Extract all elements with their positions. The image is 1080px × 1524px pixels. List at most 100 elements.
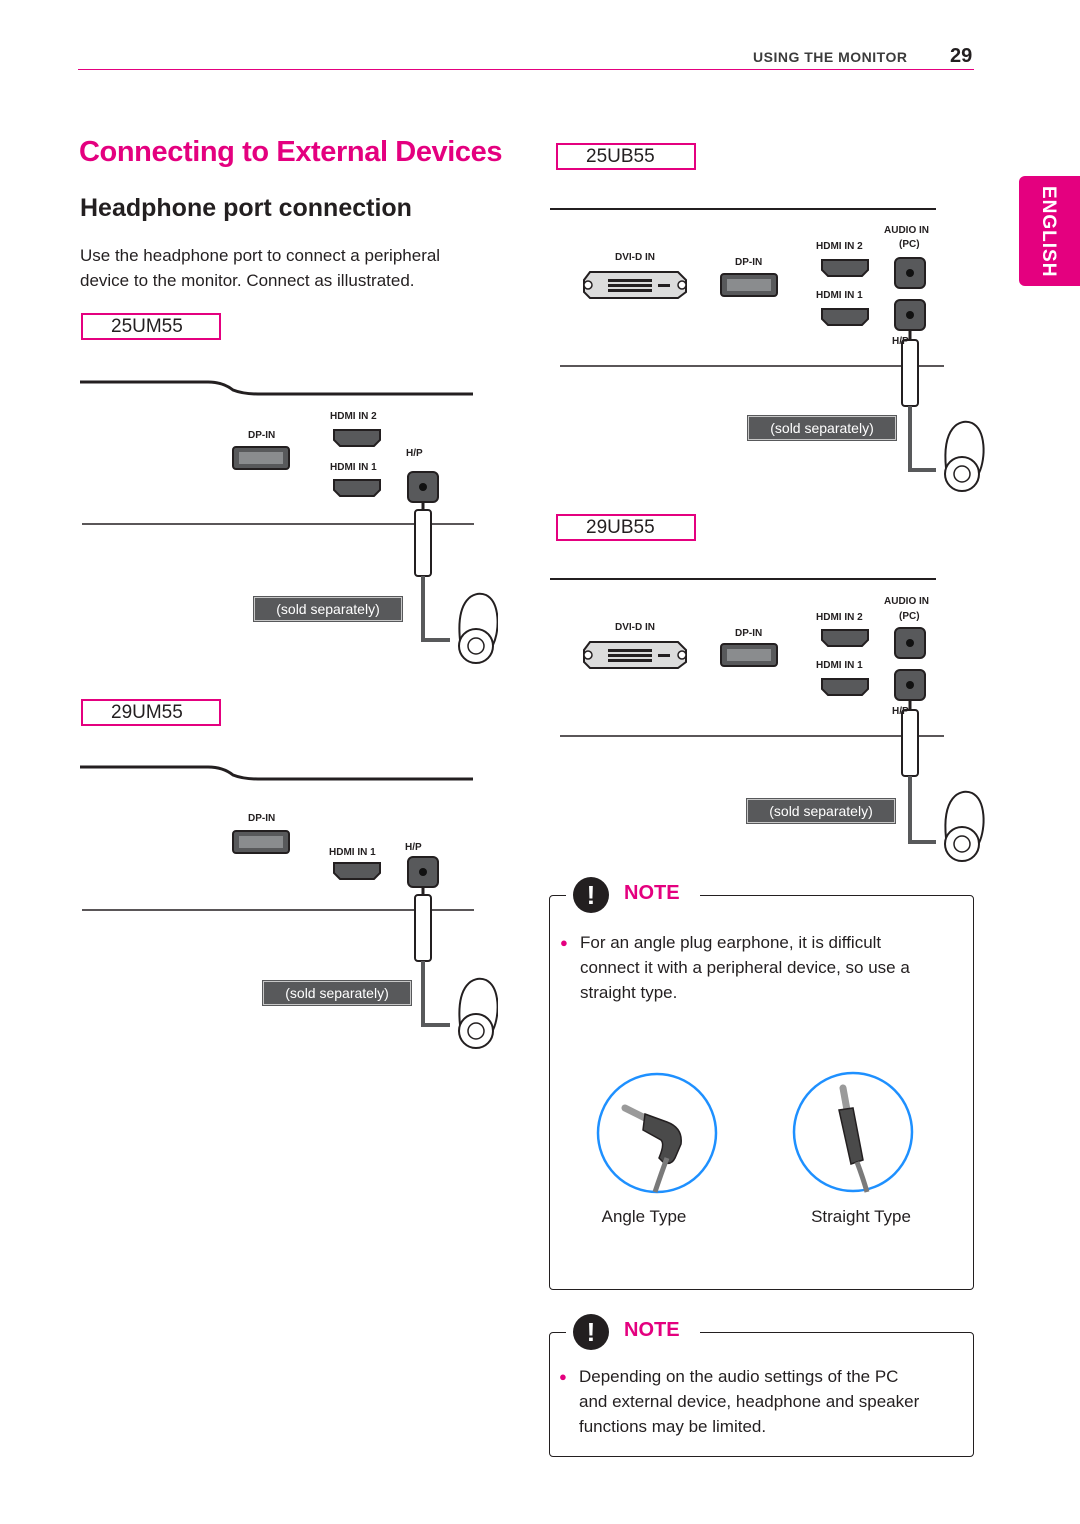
note-box-2 [549, 1332, 974, 1457]
hdmi1-port-icon [333, 862, 381, 880]
language-tab-label: ENGLISH [1038, 186, 1059, 278]
note-line: and external device, headphone and speak… [579, 1392, 920, 1411]
dvi-screw [583, 280, 593, 290]
intro-line: device to the monitor. Connect as illust… [80, 271, 415, 290]
dp-port-inner [239, 452, 283, 464]
note-1-text: ● For an angle plug earphone, it is diff… [560, 930, 960, 1005]
hdmi1-port-icon [821, 678, 869, 696]
language-tab: ENGLISH [1019, 176, 1080, 286]
port-label-hp: H/P [892, 706, 909, 717]
headphone-cable [421, 961, 450, 1027]
port-label-audio-in: AUDIO IN [884, 225, 929, 236]
monitor-edge-line [80, 765, 473, 781]
headphone-icon [458, 592, 498, 646]
dvi-screw [583, 650, 593, 660]
audio-in-port-hole [906, 269, 914, 277]
model-label-25ub55: 25UB55 [556, 143, 696, 170]
note-line: For an angle plug earphone, it is diffic… [580, 933, 882, 952]
note-line: Depending on the audio settings of the P… [579, 1367, 899, 1386]
jack-plug-icon [901, 339, 919, 407]
sold-separately-tag: (sold separately) [263, 981, 411, 1005]
port-label-pc: (PC) [899, 239, 920, 250]
sold-separately-tag: (sold separately) [254, 597, 402, 621]
note-title: NOTE [618, 1319, 686, 1342]
port-label-hdmi2: HDMI IN 2 [330, 411, 377, 422]
dvi-screw [677, 650, 687, 660]
headphone-earcup [944, 826, 980, 862]
angle-type-caption: Angle Type [601, 1207, 687, 1226]
note-line: functions may be limited. [579, 1417, 767, 1436]
page-number: 29 [950, 45, 973, 67]
straight-type-caption: Straight Type [811, 1207, 911, 1226]
headphone-icon [944, 420, 985, 474]
note-title: NOTE [618, 882, 686, 905]
hdmi1-port-icon [821, 308, 869, 326]
headphone-earcup-inner [953, 835, 971, 853]
port-label-pc: (PC) [899, 611, 920, 622]
port-label-hp: H/P [405, 842, 422, 853]
diagram-29um55 [80, 765, 498, 1049]
model-label-29um55: 29UM55 [81, 699, 221, 726]
note-header-1: ! NOTE [566, 876, 700, 914]
port-label-hdmi1: HDMI IN 1 [816, 660, 863, 671]
jack-plug-icon [414, 894, 432, 962]
exclamation-icon: ! [573, 877, 609, 913]
note-line: connect it with a peripheral device, so … [580, 958, 910, 977]
jack-plug-icon [414, 509, 432, 577]
dvi-pins [608, 279, 670, 292]
intro-line: Use the headphone port to connect a peri… [80, 246, 441, 265]
headphone-earcup [458, 628, 494, 664]
angle-plug-icon [621, 1104, 682, 1193]
headphone-cable [908, 406, 936, 472]
dp-port-inner [727, 279, 771, 291]
straight-plug-icon [838, 1084, 870, 1193]
hp-port-hole [906, 681, 914, 689]
port-label-dp: DP-IN [735, 257, 763, 268]
intro-paragraph: Use the headphone port to connect a peri… [80, 243, 440, 293]
port-label-dp: DP-IN [735, 628, 763, 639]
sold-separately-tag: (sold separately) [748, 416, 896, 440]
jack-plug-icon [901, 709, 919, 777]
note-line: straight type. [580, 983, 678, 1002]
headphone-cable [908, 776, 936, 844]
port-label-hp: H/P [892, 336, 909, 347]
dp-port-inner [727, 649, 771, 661]
monitor-edge-line [80, 380, 473, 396]
sold-separately-tag: (sold separately) [747, 799, 895, 823]
dp-port-inner [239, 836, 283, 848]
port-label-dp: DP-IN [248, 813, 276, 824]
hp-port-hole [419, 868, 427, 876]
port-label-hdmi2: HDMI IN 2 [816, 241, 863, 252]
port-label-hdmi1: HDMI IN 1 [816, 290, 863, 301]
model-label-25um55: 25UM55 [81, 313, 221, 340]
hp-port-hole [906, 311, 914, 319]
model-label-29ub55: 29UB55 [556, 514, 696, 541]
section-subtitle: Headphone port connection [80, 194, 412, 222]
headphone-earcup-inner [467, 637, 485, 655]
exclamation-icon: ! [573, 1314, 609, 1350]
diagram-25ub55 [550, 208, 985, 492]
bullet-icon: ● [559, 1369, 567, 1384]
port-label-hdmi1: HDMI IN 1 [330, 462, 377, 473]
hdmi2-port-icon [821, 259, 869, 277]
page-title: Connecting to External Devices [79, 136, 503, 168]
header-rule [78, 69, 974, 70]
port-label-dp: DP-IN [248, 430, 276, 441]
headphone-earcup [458, 1013, 494, 1049]
hp-port-hole [419, 483, 427, 491]
diagram-25um55 [80, 380, 498, 664]
hdmi1-port-icon [333, 479, 381, 497]
headphone-icon [458, 977, 498, 1031]
hdmi2-port-icon [333, 429, 381, 447]
port-label-dvi: DVI-D IN [615, 622, 655, 633]
port-label-hp: H/P [406, 448, 423, 459]
dvi-pins [608, 649, 670, 662]
note-box-1 [549, 895, 974, 1290]
headphone-earcup-inner [953, 465, 971, 483]
note-header-2: ! NOTE [566, 1313, 700, 1351]
port-label-hdmi1: HDMI IN 1 [329, 847, 376, 858]
headphone-earcup [944, 456, 980, 492]
hdmi2-port-icon [821, 629, 869, 647]
port-label-audio-in: AUDIO IN [884, 596, 929, 607]
dvi-screw [677, 280, 687, 290]
